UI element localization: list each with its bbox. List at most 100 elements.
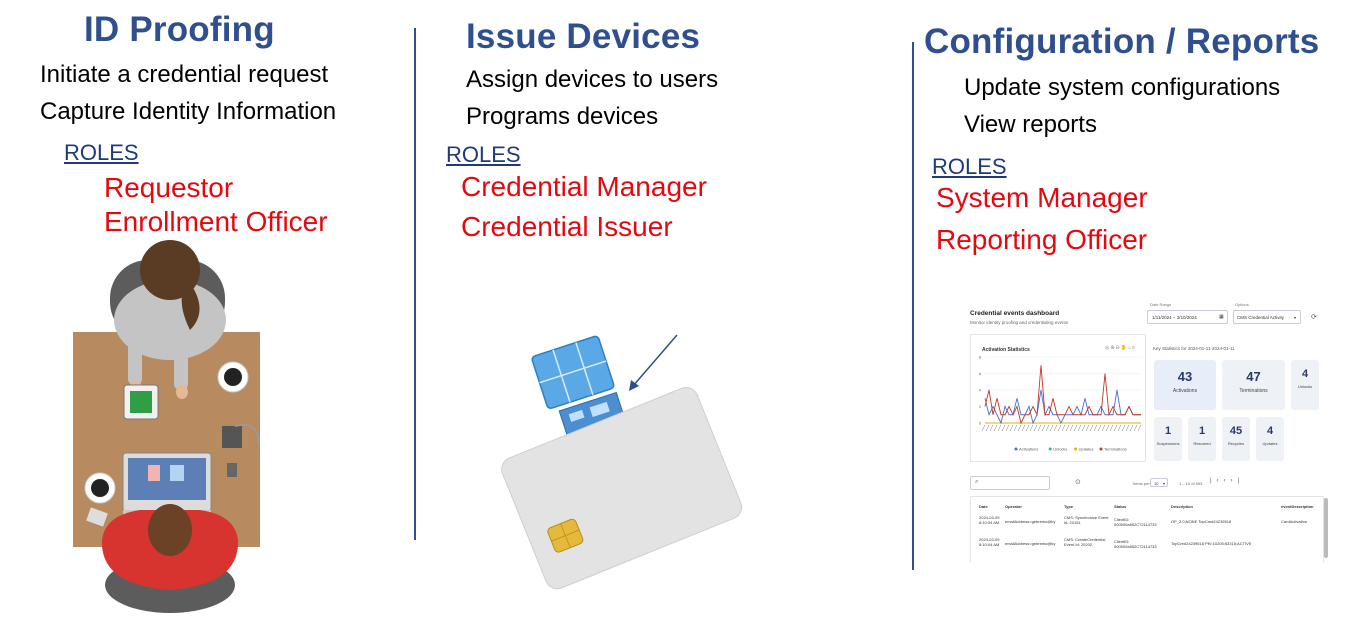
chart-xtick bbox=[1045, 424, 1050, 432]
search-icon: ⌕ bbox=[975, 479, 979, 485]
chart-xtick bbox=[1101, 424, 1106, 432]
chart-xtick bbox=[1117, 424, 1122, 432]
chart-xtick bbox=[989, 424, 994, 432]
chart-series-terminations bbox=[984, 365, 1141, 425]
chart-ytick-label: 4 bbox=[979, 388, 982, 393]
chart-xtick bbox=[1085, 424, 1090, 432]
chart-xtick bbox=[1097, 424, 1102, 432]
date-range-input[interactable]: 1/11/2024 – 3/10/2024 ▦ bbox=[1147, 310, 1228, 324]
pagination-controls[interactable]: |‹‹›| bbox=[1210, 478, 1245, 484]
col3-role-1: System Manager bbox=[936, 182, 1148, 213]
stat-card-activations: 43 Activations bbox=[1154, 360, 1216, 410]
col1-line-2: Capture Identity Information bbox=[40, 98, 337, 125]
stat-card-unlocks: 4 Unlocks bbox=[1291, 360, 1319, 410]
col3-roles-label: ROLES bbox=[932, 154, 1007, 179]
chart-ytick-label: 0 bbox=[979, 421, 982, 426]
chart-xtick bbox=[1025, 424, 1030, 432]
stat-card-resumed: 1 Resumed bbox=[1188, 417, 1216, 461]
chart-xtick bbox=[1001, 424, 1006, 432]
col2-role-2: Credential Issuer bbox=[461, 211, 673, 242]
chart-ytick-label: 8 bbox=[979, 355, 982, 360]
chart-xtick bbox=[1049, 424, 1054, 432]
person-top-hair bbox=[140, 240, 200, 300]
smart-card-illustration bbox=[501, 334, 743, 590]
col2-role-1: Credential Manager bbox=[461, 171, 707, 202]
col-header-status: Status bbox=[1114, 504, 1127, 509]
dashboard-screenshot: Credential events dashboard Monitor iden… bbox=[966, 300, 1330, 562]
chart-xtick bbox=[1077, 424, 1082, 432]
stat-card-suspensions: 1 Suspensions bbox=[1154, 417, 1182, 461]
row1-description: OP_2.0;NONE TopCred24239518 bbox=[1171, 519, 1232, 524]
chart-series-activations bbox=[984, 389, 1141, 425]
chart-xtick bbox=[1089, 424, 1094, 432]
arrow-line bbox=[632, 334, 678, 387]
items-per-page-select[interactable]: 10 ▾ bbox=[1150, 478, 1168, 487]
chart-xtick bbox=[1137, 424, 1142, 432]
chart-xtick bbox=[1121, 424, 1126, 432]
chart-xtick bbox=[997, 424, 1002, 432]
chart-xtick bbox=[1069, 424, 1074, 432]
chip-diagram-icon bbox=[531, 335, 627, 441]
legend-marker bbox=[1014, 447, 1018, 451]
table-scrollbar[interactable] bbox=[1324, 498, 1328, 558]
chart-toolbar-icons[interactable]: ◎⊕⊖✋⌂≡ bbox=[1105, 345, 1136, 351]
legend-label: Updates bbox=[1079, 447, 1094, 452]
legend-marker bbox=[1074, 447, 1078, 451]
chart-xtick bbox=[1029, 424, 1034, 432]
refresh-icon[interactable]: ⟳ bbox=[1311, 314, 1317, 321]
col1-title: ID Proofing bbox=[84, 10, 275, 49]
chart-xtick bbox=[1053, 424, 1058, 432]
options-select[interactable]: CMS Credential Activity ▾ bbox=[1233, 310, 1301, 324]
options-label: Options bbox=[1235, 302, 1249, 307]
events-table: Date Operator Type Status Description ev… bbox=[970, 496, 1324, 562]
chart-xtick bbox=[1113, 424, 1118, 432]
legend-label: Terminations bbox=[1104, 447, 1127, 452]
col-header-description: Description bbox=[1171, 504, 1194, 509]
pagination-text: 1 – 10 of 553 bbox=[1179, 481, 1203, 486]
download-icon[interactable]: ⊙ bbox=[1075, 479, 1081, 486]
smart-card bbox=[501, 387, 743, 590]
chart-xtick bbox=[1037, 424, 1042, 432]
table-search-input[interactable]: ⌕ bbox=[970, 476, 1050, 490]
col2-roles-label: ROLES bbox=[446, 142, 521, 167]
items-per-page-label: Items per page: bbox=[1133, 481, 1161, 486]
legend-marker bbox=[1099, 447, 1103, 451]
col1-role-1: Requestor bbox=[104, 172, 234, 203]
row1-type: CMS: Synchronize Event Id: 20151 bbox=[1064, 515, 1109, 525]
col3-line-2: View reports bbox=[964, 111, 1097, 138]
stat-card-terminations: 47 Terminations bbox=[1222, 360, 1285, 410]
dashboard-title: Credential events dashboard bbox=[970, 310, 1060, 317]
chart-ytick-label: 6 bbox=[979, 371, 982, 376]
chart-xtick bbox=[1093, 424, 1098, 432]
legend-marker bbox=[1048, 447, 1052, 451]
chart-xtick bbox=[1041, 424, 1046, 432]
id-proofing-illustration bbox=[73, 240, 260, 613]
col3-role-2: Reporting Officer bbox=[936, 224, 1148, 255]
row1-operator: emailAddress=gebremo@ky bbox=[1005, 519, 1056, 524]
col2-title: Issue Devices bbox=[466, 17, 701, 56]
col-header-type: Type bbox=[1064, 504, 1074, 509]
chart-xtick bbox=[985, 424, 990, 432]
stats-title: Key Statistics for 2024-01-11-2024-01-11 bbox=[1153, 346, 1235, 351]
chart-xtick bbox=[981, 424, 986, 432]
row2-date: 2024-03-09 8:10:04 AM bbox=[979, 537, 1000, 547]
chart-xtick bbox=[1017, 424, 1022, 432]
chart-xtick bbox=[1125, 424, 1130, 432]
chart-xtick bbox=[1009, 424, 1014, 432]
col2-line-2: Programs devices bbox=[466, 103, 659, 130]
row2-operator: emailAddress=gebremo@ky bbox=[1005, 541, 1056, 546]
arrow-head bbox=[629, 380, 639, 391]
chart-xtick bbox=[1065, 424, 1070, 432]
date-range-label: Date Range bbox=[1150, 302, 1172, 307]
stat-card-updates: 4 Updates bbox=[1256, 417, 1284, 461]
col1-roles-label: ROLES bbox=[64, 140, 139, 165]
col-header-date: Date bbox=[979, 504, 988, 509]
chart-xtick bbox=[1057, 424, 1062, 432]
divider-1 bbox=[414, 28, 416, 540]
chart-xtick bbox=[1005, 424, 1010, 432]
col-header-event-description: eventDescription bbox=[1281, 504, 1314, 509]
divider-2 bbox=[912, 42, 914, 570]
col1-line-1: Initiate a credential request bbox=[40, 61, 329, 88]
